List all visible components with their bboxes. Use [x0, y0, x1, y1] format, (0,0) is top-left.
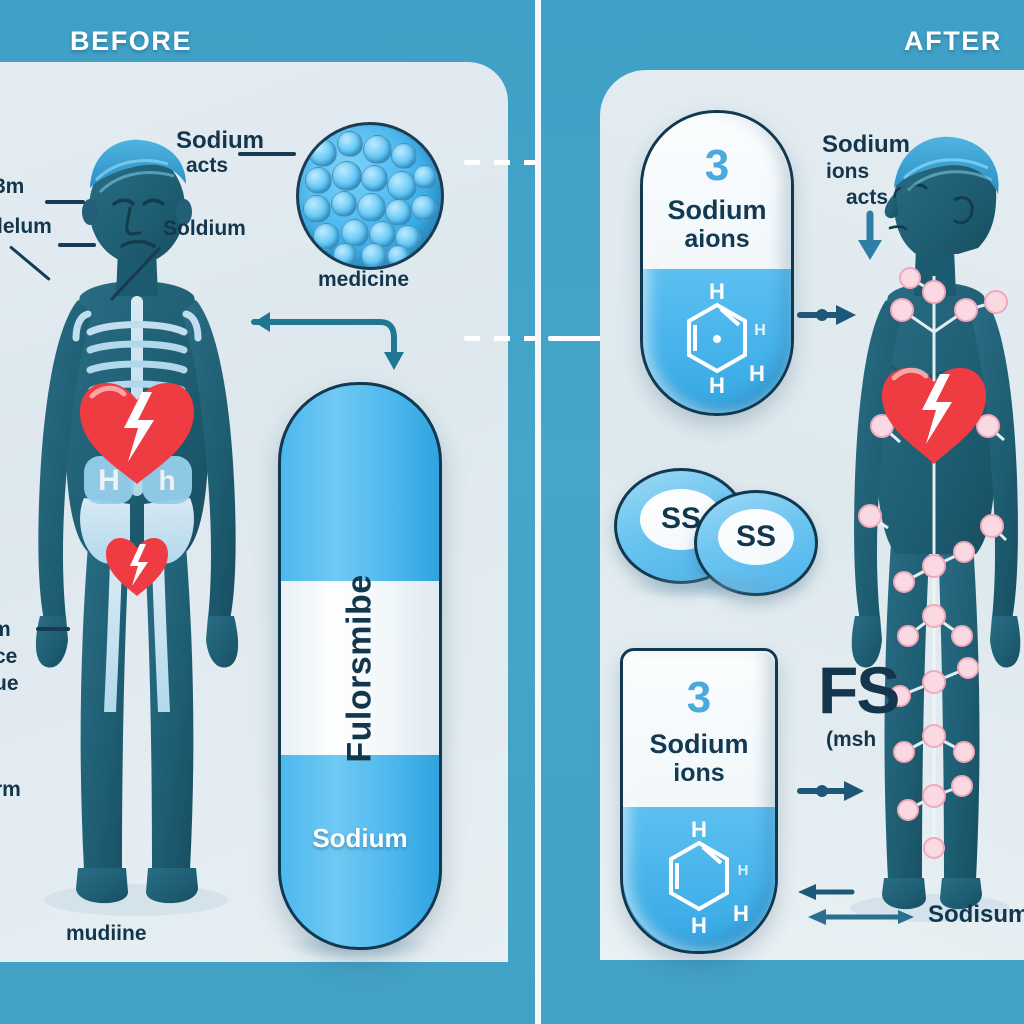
benzene-ring-bottom: H H H H [623, 817, 775, 941]
label-mudiine-caption: mudiine [66, 922, 147, 945]
capsule-band [281, 581, 439, 755]
human-figure-before: H h [35, 139, 239, 916]
header-before: BEFORE [70, 26, 193, 56]
capsule-bottom-number: 3 [686, 673, 712, 722]
double-headed-arrow-icon-bottom [808, 909, 914, 925]
human-figure-after [850, 136, 1021, 922]
lightning-bolt-icon-after [922, 374, 952, 444]
leader-line-clipped-top [45, 200, 85, 204]
tablet-front[interactable]: SS [694, 490, 818, 596]
leader-line-clipped-second [58, 243, 96, 247]
center-line-right [548, 336, 620, 341]
svg-text:H: H [709, 281, 725, 304]
capsule-bottom-bot-half [623, 807, 775, 951]
capsule-top-half [643, 113, 791, 269]
svg-text:H: H [749, 361, 765, 386]
tablet-front-label: SS [718, 509, 794, 565]
label-sodisum-bottom: Sodisum [928, 901, 1024, 928]
label-medicine-caption: medicine [318, 268, 410, 291]
capsule-bottom-top-half [623, 651, 775, 807]
arrow-right-icon-top [797, 305, 856, 325]
label-sodium-ions-l2: ions [826, 160, 870, 183]
center-dash-mid [464, 336, 536, 341]
benzene-ring-top: H H H H [643, 281, 791, 401]
leader-line-sodium-acts [238, 152, 296, 156]
arrow-right-icon-bottom [797, 781, 864, 801]
label-fs-sub: (msh [826, 728, 877, 751]
capsule-top-line1: Sodium [667, 195, 767, 225]
medicine-molecule-cluster [296, 122, 444, 270]
svg-text:H: H [733, 901, 749, 926]
capsule-sodium-text: Sodium [312, 823, 408, 853]
header-after: AFTER [904, 26, 1002, 56]
capsule-bottom-line2: ions [673, 759, 725, 787]
sodium-ion-nodes [858, 267, 1008, 859]
double-headed-arrow-icon-left [251, 312, 404, 370]
label-clipped-line2: ce [0, 645, 18, 668]
svg-text:H: H [709, 373, 725, 398]
capsule-top-number: 3 [704, 141, 730, 190]
label-sodium-ions-l1: Sodium [822, 131, 910, 158]
arrow-down-icon [858, 210, 882, 260]
organ-marker-right: h [158, 465, 175, 496]
heart-icon-chest-after [882, 367, 986, 464]
heart-icon-pelvis [106, 537, 168, 596]
heart-icon-chest [80, 382, 194, 484]
tablet-shadow [618, 572, 814, 600]
arrow-left-icon-bottom [798, 884, 855, 900]
capsule-top-line2: aions [684, 225, 750, 253]
leader-line-clipped-lines [36, 627, 70, 631]
label-clipped-arm: rm [0, 778, 21, 801]
lightning-bolt-icon [124, 392, 154, 462]
label-clipped-line3: ue [0, 672, 19, 695]
capsule-bottom-line1: Sodium [649, 729, 749, 759]
label-clipped-sodium-top: 3m [0, 175, 25, 198]
svg-text:H: H [691, 913, 707, 938]
label-soldium-neck: Soldium [163, 217, 246, 240]
label-sodium-ions-l3: acts [846, 186, 889, 209]
svg-text:H: H [738, 862, 749, 879]
label-sodium-acts-line2: acts [186, 154, 229, 177]
organ-marker-left: H [98, 464, 120, 497]
label-fs-big: FS [818, 653, 900, 727]
capsule-bottom-after[interactable]: 3 Sodium ions H H H H [620, 648, 778, 954]
panel-divider [535, 0, 541, 1024]
capsule-brand-text: Fulorsmibe [340, 573, 379, 763]
label-clipped-sodium-second: delum [0, 215, 52, 238]
svg-text:H: H [754, 322, 766, 339]
capsule-brand-wrap: Fulorsmibe [281, 574, 439, 762]
label-clipped-line1: m [0, 618, 11, 641]
capsule-top-after[interactable]: 3 Sodium aions H H H H [640, 110, 794, 416]
center-dash-top [464, 160, 536, 165]
svg-text:H: H [691, 817, 707, 842]
label-sodium-acts-line1: Sodium [176, 127, 264, 154]
medicine-capsule-before[interactable]: Fulorsmibe Sodium [278, 382, 442, 950]
